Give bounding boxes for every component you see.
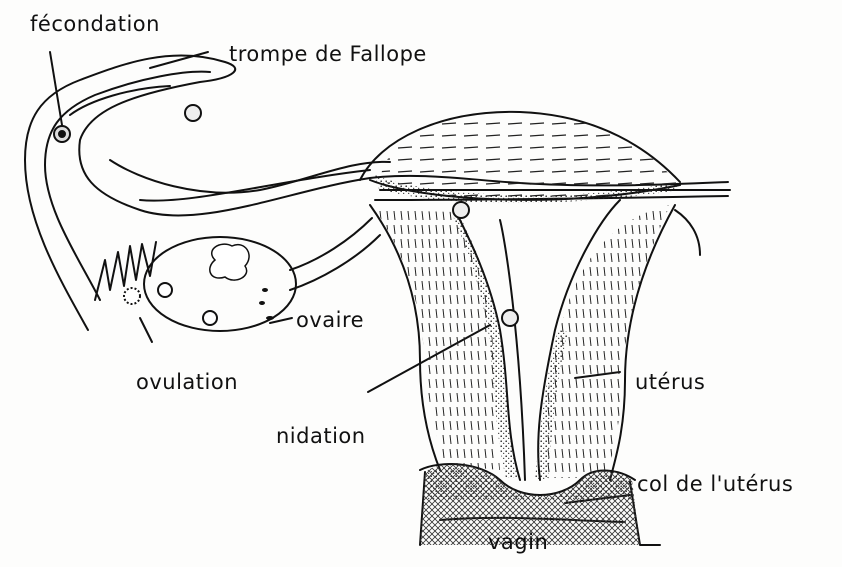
label-ovulation: ovulation bbox=[136, 370, 238, 394]
leader-trompe bbox=[150, 52, 208, 68]
left-wall-texture bbox=[375, 210, 500, 470]
egg-ovulation bbox=[124, 288, 140, 304]
label-fecondation: fécondation bbox=[30, 12, 160, 36]
egg-in-tube bbox=[185, 105, 201, 121]
label-nidation: nidation bbox=[276, 424, 366, 448]
label-vagin: vagin bbox=[488, 530, 548, 554]
ovary-follicle bbox=[210, 244, 249, 280]
egg-uterus bbox=[453, 202, 469, 218]
leader-ovulation bbox=[140, 318, 152, 342]
label-trompe-de-fallope: trompe de Fallope bbox=[229, 42, 427, 66]
label-ovaire: ovaire bbox=[296, 308, 364, 332]
label-col-de-l-uterus: col de l'utérus bbox=[637, 472, 793, 496]
fundus-texture bbox=[380, 112, 678, 200]
label-uterus: utérus bbox=[635, 370, 705, 394]
egg-nidation bbox=[502, 310, 518, 326]
